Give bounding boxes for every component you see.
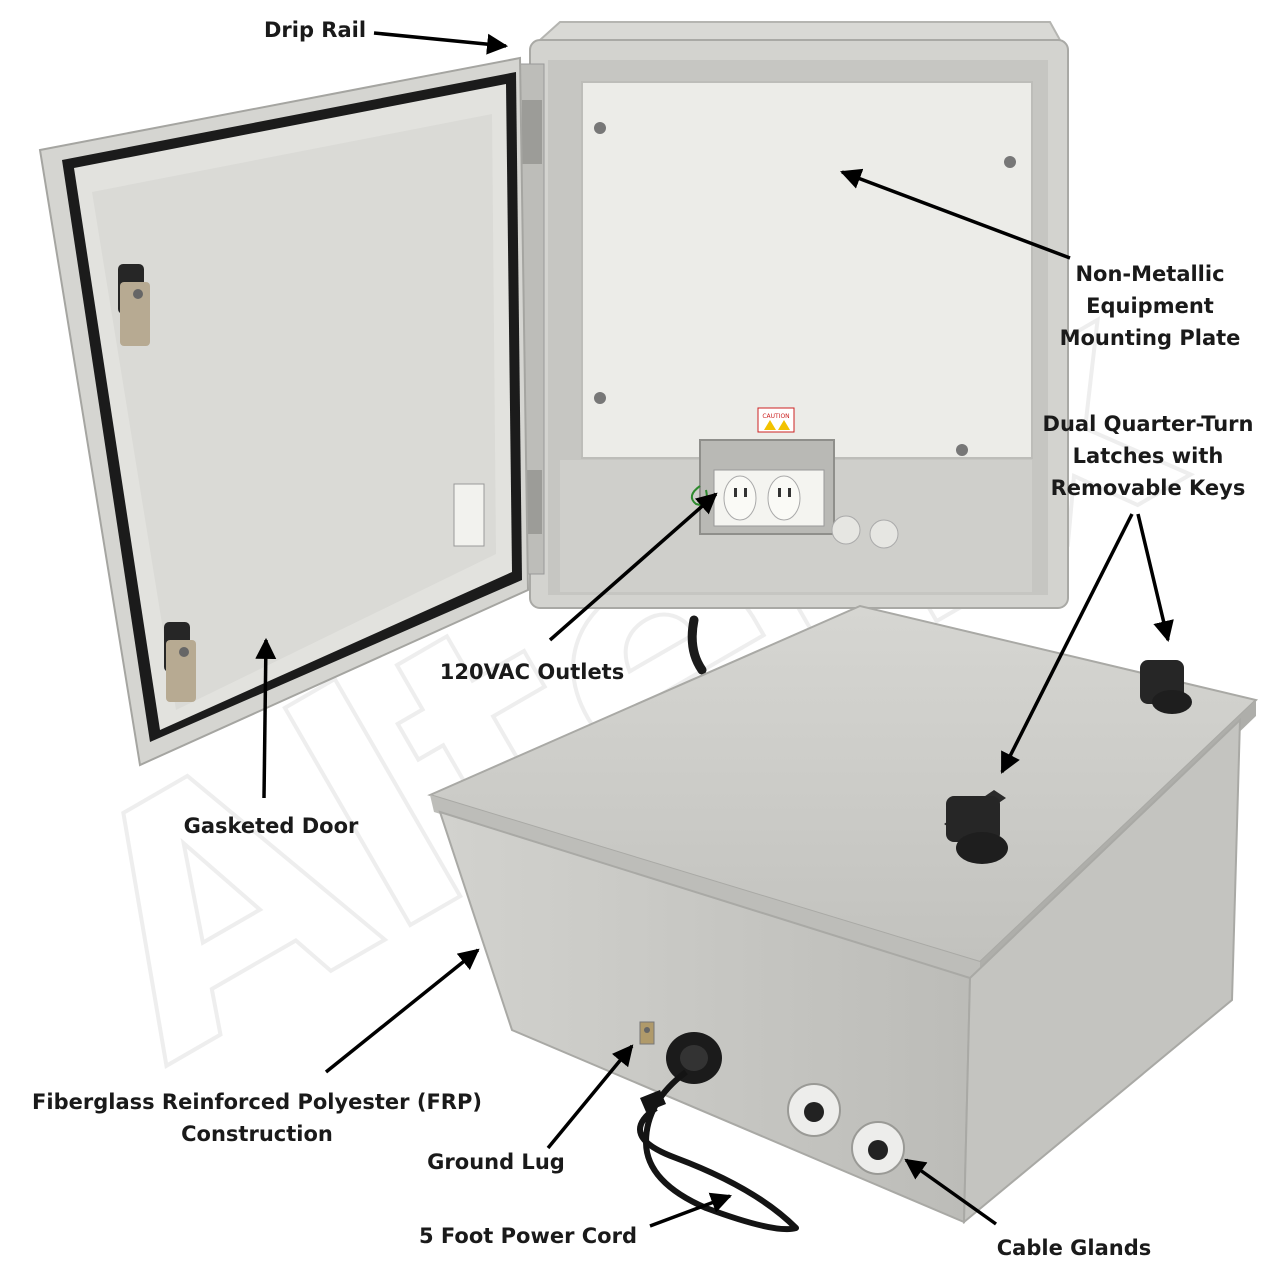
latch-icon — [118, 264, 150, 346]
arrow-icon — [324, 948, 480, 1074]
arrow-icon — [255, 637, 277, 799]
callout-drip-rail: Drip Rail — [263, 18, 367, 42]
outlet-icon — [690, 439, 835, 535]
arrow-icon — [546, 1044, 634, 1150]
arrow-icon — [373, 31, 509, 55]
arrow-icon — [840, 168, 1071, 260]
arrow-icon — [649, 1192, 732, 1228]
latch-icon — [944, 790, 1008, 864]
callout-outlets: 120VAC Outlets — [439, 660, 625, 684]
callout-construction: Fiberglass Reinforced Polyester (FRP) Co… — [32, 1090, 482, 1146]
arrows — [255, 31, 1174, 1228]
arrow-icon — [1136, 513, 1174, 643]
ground-lug — [639, 1021, 655, 1045]
caution-label: CAUTION — [762, 413, 789, 420]
open-enclosure: CAUTION — [519, 21, 1069, 675]
arrow-icon — [548, 492, 718, 642]
callout-door: Gasketed Door — [183, 814, 359, 838]
latch-icon — [1140, 660, 1192, 714]
callout-latches: Dual Quarter-Turn Latches with Removable… — [1042, 412, 1254, 500]
power-cord — [637, 1069, 799, 1233]
mounting-plate — [581, 81, 1033, 459]
callout-power-cord: 5 Foot Power Cord — [419, 1224, 637, 1248]
plug-icon — [666, 1032, 722, 1084]
gasketed-door-panel — [38, 56, 530, 767]
gland-icon — [787, 1083, 905, 1175]
arrow-icon — [1000, 513, 1134, 774]
callout-mounting-plate: Non-Metallic Equipment Mounting Plate — [1059, 262, 1241, 350]
callout-cable-glands: Cable Glands — [996, 1236, 1152, 1260]
callout-ground-lug: Ground Lug — [427, 1150, 565, 1174]
arrow-icon — [904, 1158, 998, 1226]
closed-enclosure — [427, 604, 1259, 1233]
